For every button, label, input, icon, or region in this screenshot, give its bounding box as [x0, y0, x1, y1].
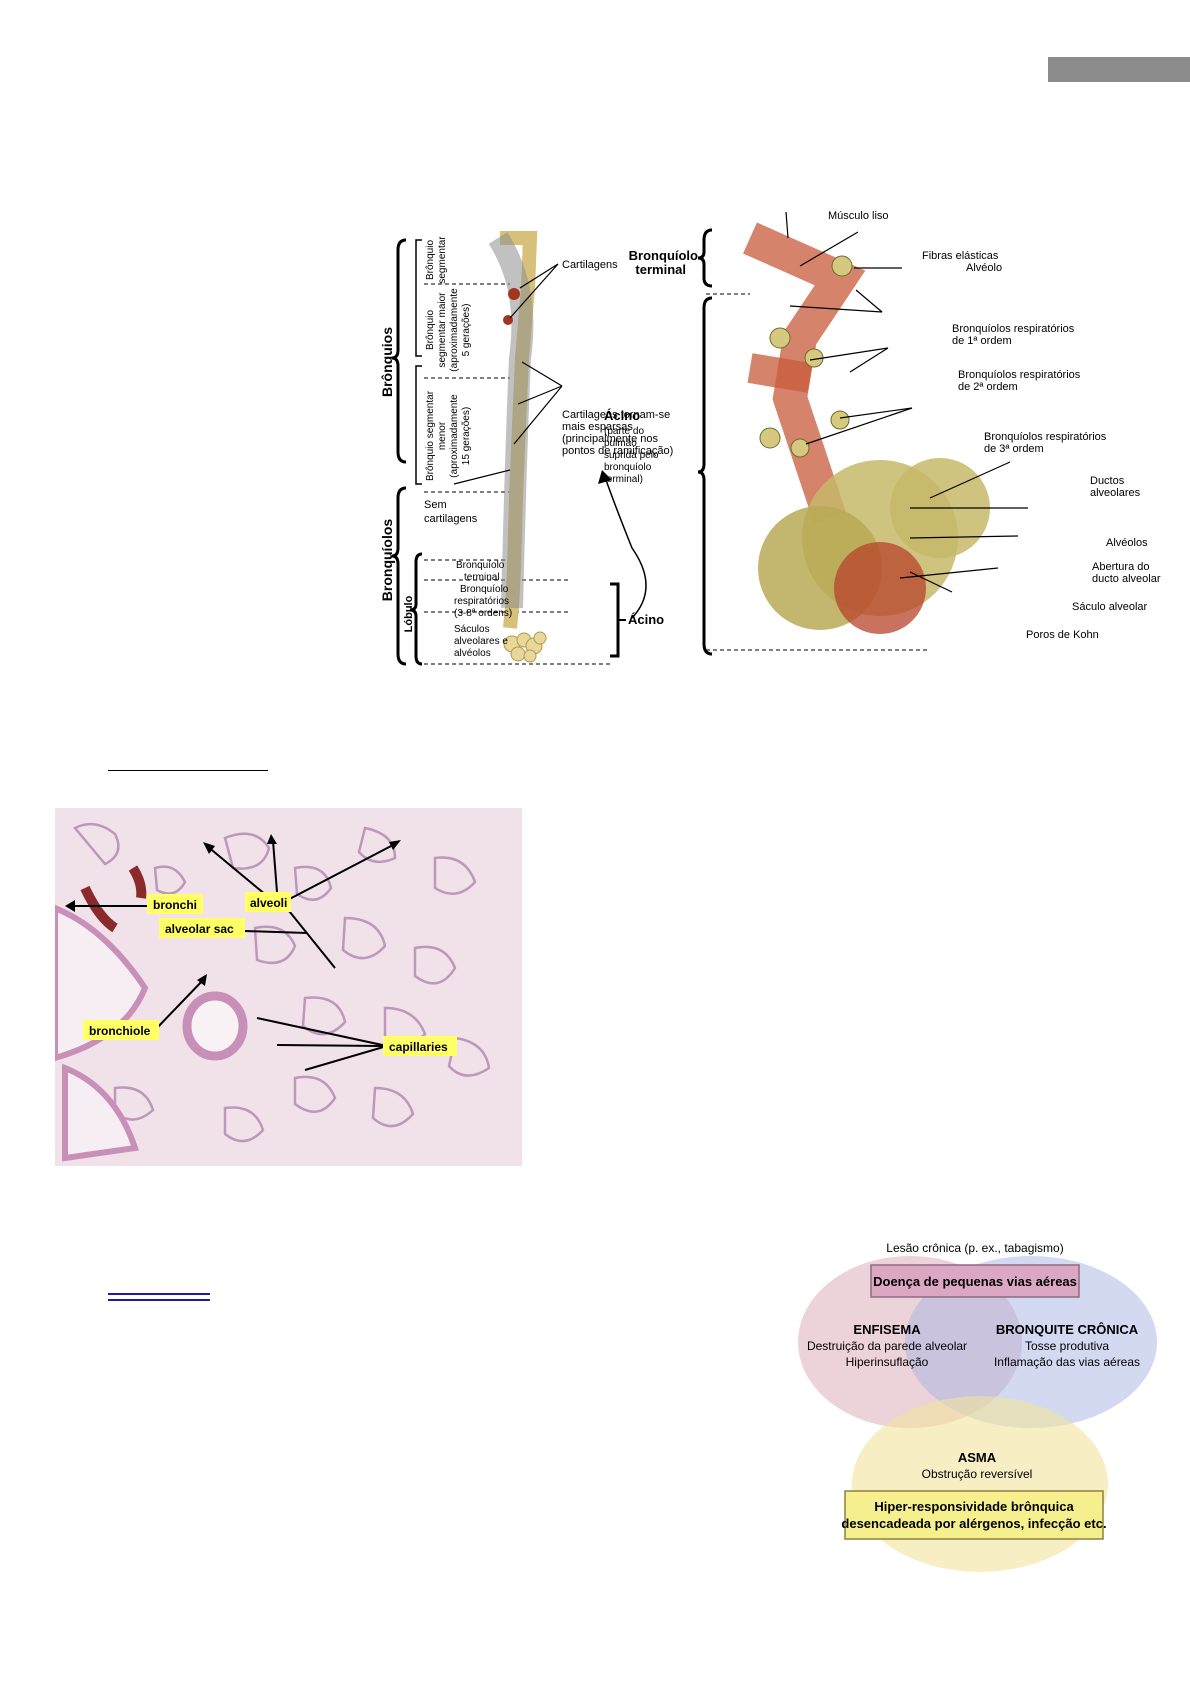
- lung-histology-image: alveoli bronchi alveolar sac bronchiole …: [55, 808, 522, 1166]
- label-saculos-2: alveolares e: [454, 636, 508, 647]
- bronquite-circle: [905, 1256, 1157, 1428]
- label-menor-2: menor: [437, 421, 448, 450]
- label-bronchiole: bronchiole: [89, 1024, 151, 1038]
- label-acino-desc-1: (parte do: [604, 426, 644, 437]
- label-bronquiolo-terminal-2: terminal: [635, 262, 686, 277]
- label-esparsas-4: pontos de ramificação): [562, 445, 673, 457]
- label-poros: Poros de Kohn: [1026, 629, 1099, 641]
- bronquite-line-1: Tosse produtiva: [1025, 1339, 1109, 1353]
- label-bronquios: Brônquios: [379, 327, 395, 397]
- label-segmentar-1: Brônquio: [425, 240, 436, 280]
- label-esparsas-2: mais esparsas: [562, 421, 633, 433]
- label-resp3-2: de 3ª ordem: [984, 443, 1044, 455]
- label-lobulo: Lóbulo: [403, 595, 415, 632]
- label-menor-4: 15 gerações): [461, 407, 472, 465]
- label-ductos-1: Ductos: [1090, 475, 1125, 487]
- enfisema-title: ENFISEMA: [853, 1322, 921, 1337]
- bronquite-title: BRONQUITE CRÔNICA: [996, 1322, 1139, 1337]
- label-esparsas-3: (principalmente nos: [562, 433, 658, 445]
- label-resp-small-1: Bronquíolo: [460, 584, 509, 595]
- label-resp-small-2: respiratórios: [454, 596, 509, 607]
- label-abertura-2: ducto alveolar: [1092, 573, 1161, 585]
- label-resp1-2: de 1ª ordem: [952, 335, 1012, 347]
- label-saculos-1: Sáculos: [454, 624, 490, 635]
- label-maior-1: Brônquio: [425, 310, 436, 350]
- label-alveolar-sac: alveolar sac: [165, 922, 234, 936]
- label-cartilagens: Cartilagens: [562, 259, 618, 271]
- copd-venn-diagram: Lesão crônica (p. ex., tabagismo) Doença…: [798, 1241, 1157, 1572]
- label-acino-desc-2: pulmão: [604, 438, 637, 449]
- label-abertura-1: Abertura do: [1092, 561, 1149, 573]
- label-acino-small: Ácino: [628, 612, 664, 627]
- label-resp-small-3: (3-8ª ordens): [454, 608, 512, 619]
- section-title-underline: [108, 770, 268, 771]
- hiper-line-2: desencadeada por alérgenos, infecção etc…: [841, 1516, 1106, 1531]
- venn-top-label: Lesão crônica (p. ex., tabagismo): [886, 1241, 1063, 1255]
- label-resp1-1: Bronquíolos respiratórios: [952, 323, 1075, 335]
- label-esparsas-1: Cartilagens tornam-se: [562, 409, 670, 421]
- label-saculo: Sáculo alveolar: [1072, 601, 1148, 613]
- header-tab-bar: [1048, 57, 1190, 82]
- label-bronchi: bronchi: [153, 898, 197, 912]
- label-alveolos: Alvéolos: [1106, 537, 1148, 549]
- label-capillaries: capillaries: [389, 1040, 448, 1054]
- label-acino-desc-4: bronquíolo: [604, 462, 652, 473]
- label-fibras: Fibras elásticas: [922, 250, 999, 262]
- label-acino-desc-5: terminal): [604, 474, 643, 485]
- label-maior-2: segmentar maior: [437, 292, 448, 368]
- label-resp2-1: Bronquíolos respiratórios: [958, 369, 1081, 381]
- label-segmentar-2: segmentar: [437, 236, 448, 284]
- label-menor-3: (aproximadamente: [449, 394, 460, 478]
- label-acino-desc-3: suprida pelo: [604, 450, 659, 461]
- label-maior-3: (aproximadamente: [449, 288, 460, 372]
- label-alveolo: Alvéolo: [966, 262, 1002, 274]
- label-ductos-2: alveolares: [1090, 487, 1141, 499]
- label-menor-1: Brônquio segmentar: [425, 390, 436, 481]
- asma-line: Obstrução reversível: [922, 1467, 1033, 1481]
- label-terminal-small-1: Bronquíolo: [456, 560, 505, 571]
- small-airways-label: Doença de pequenas vias aéreas: [873, 1274, 1077, 1289]
- hiper-box: [844, 1490, 1104, 1540]
- hiper-line-1: Hiper-responsividade brônquica: [874, 1499, 1074, 1514]
- label-terminal-small-2: terminal: [464, 572, 500, 583]
- label-resp2-2: de 2ª ordem: [958, 381, 1018, 393]
- label-bronquiolo-terminal-1: Bronquíolo: [629, 248, 698, 263]
- label-sem-1: Sem: [424, 499, 447, 511]
- asma-title: ASMA: [958, 1450, 997, 1465]
- bronquite-line-2: Inflamação das vias aéreas: [994, 1355, 1140, 1369]
- label-acino-main: Ácino: [604, 408, 640, 423]
- label-sem-2: cartilagens: [424, 513, 478, 525]
- label-resp3-1: Bronquíolos respiratórios: [984, 431, 1107, 443]
- enfisema-line-1: Destruição da parede alveolar: [807, 1339, 967, 1353]
- label-saculos-3: alvéolos: [454, 648, 491, 659]
- airway-anatomy-figure: Brônquios Bronquíolos Lóbulo Brônquio se…: [379, 210, 1161, 666]
- asma-circle: [852, 1396, 1108, 1572]
- small-airways-box: [870, 1264, 1080, 1298]
- label-musculo-liso: Músculo liso: [828, 210, 889, 222]
- label-alveoli: alveoli: [250, 896, 287, 910]
- label-maior-4: 5 gerações): [461, 304, 472, 357]
- enfisema-line-2: Hiperinsuflação: [846, 1355, 929, 1369]
- label-bronquiolos: Bronquíolos: [379, 519, 395, 602]
- section-link-underline: [108, 1293, 210, 1301]
